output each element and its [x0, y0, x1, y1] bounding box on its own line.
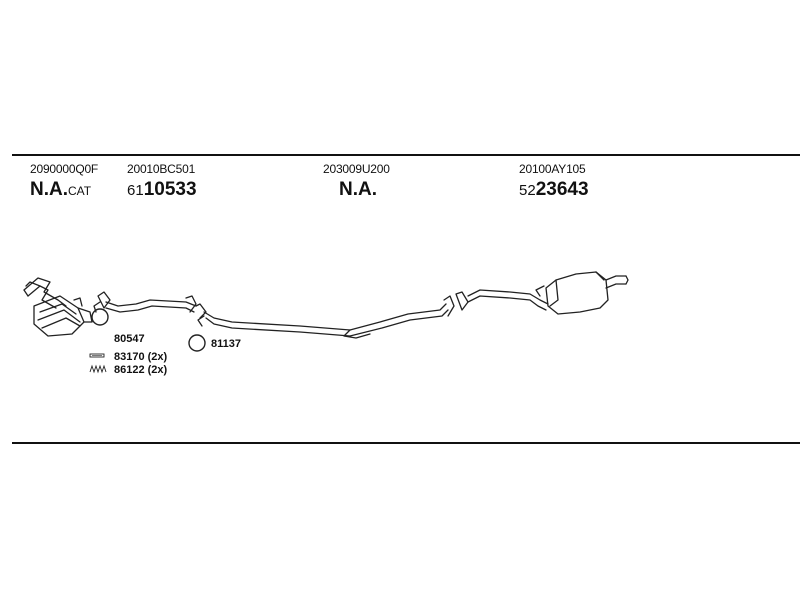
spring-icon — [89, 364, 107, 374]
code-main: 10533 — [143, 179, 197, 200]
catalytic-converter-drawing[interactable] — [23, 277, 93, 337]
part-code: 6110533 — [127, 180, 197, 201]
part-code: N.A.CAT — [30, 180, 98, 201]
accessory-label[interactable]: 80547 — [114, 333, 145, 345]
accessory-label[interactable]: 86122 (2x) — [114, 364, 168, 376]
code-suffix: CAT — [68, 184, 92, 198]
gasket-ring-icon — [188, 334, 206, 352]
center-pipe-drawing[interactable] — [197, 295, 455, 339]
bottom-rule — [12, 442, 800, 444]
code-main: 23643 — [535, 179, 589, 200]
part-code: 5223643 — [519, 180, 589, 201]
front-pipe-drawing[interactable] — [93, 291, 207, 319]
rear-muffler-drawing[interactable] — [455, 271, 629, 315]
oem-number: 203009U200 — [323, 162, 390, 176]
oem-number: 2090000Q0F — [30, 162, 99, 176]
clamp-icon — [89, 353, 105, 358]
top-rule — [12, 154, 800, 156]
part-code: N.A. — [339, 180, 390, 201]
oem-number: 20100AY105 — [519, 162, 586, 176]
part-catalytic-converter[interactable]: 2090000Q0F N.A.CAT — [30, 162, 98, 201]
accessory-label[interactable]: 83170 (2x) — [114, 351, 168, 363]
code-prefix: 52 — [519, 182, 536, 199]
gasket-ring-icon — [91, 308, 109, 326]
oem-number: 20010BC501 — [127, 162, 196, 176]
part-rear-muffler[interactable]: 20100AY105 5223643 — [519, 162, 589, 201]
accessory-label[interactable]: 81137 — [211, 338, 241, 350]
code-main: N.A. — [339, 179, 377, 200]
code-prefix: 61 — [127, 182, 144, 199]
part-front-pipe[interactable]: 20010BC501 6110533 — [127, 162, 197, 201]
part-center-pipe[interactable]: 203009U200 N.A. — [323, 162, 390, 201]
code-main: N.A. — [30, 179, 68, 200]
